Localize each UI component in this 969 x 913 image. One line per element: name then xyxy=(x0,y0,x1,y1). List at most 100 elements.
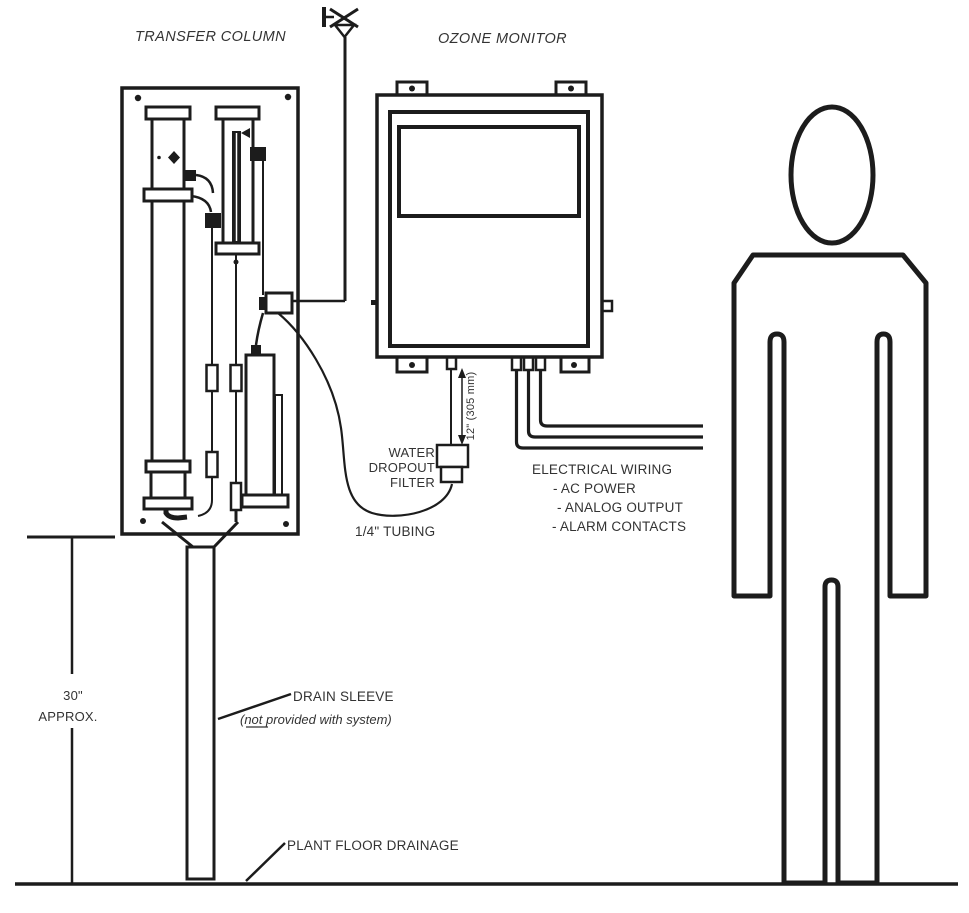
left-column-flange xyxy=(142,187,194,203)
filter-lower-body xyxy=(439,465,464,484)
inline-fitting xyxy=(205,450,219,479)
left-sample-column xyxy=(142,105,194,521)
internal-tubing xyxy=(183,147,294,522)
electrical-wires xyxy=(514,370,703,450)
water-filter-label-line2: DROPOUT xyxy=(369,460,435,475)
funnel-right-side xyxy=(212,520,240,549)
right-column-bottom-flange xyxy=(214,241,261,256)
person-head xyxy=(788,104,876,246)
transfer-column-panel xyxy=(120,86,300,536)
monitor-outer-box xyxy=(375,93,604,359)
drain-assembly xyxy=(161,520,240,881)
monitor-door xyxy=(388,110,590,348)
door-latch xyxy=(600,299,614,313)
inline-fitting xyxy=(205,363,219,393)
left-column-lower-flange-bottom xyxy=(142,496,194,511)
person-body xyxy=(731,252,929,886)
right-cylinder-assembly xyxy=(240,345,290,509)
outlet-fitting-block xyxy=(264,291,294,315)
drain-sleeve-leader xyxy=(217,692,292,721)
ozone-monitor-title: OZONE MONITOR xyxy=(438,31,567,47)
sample-inlet-port xyxy=(445,355,458,371)
screw-dot xyxy=(140,518,146,524)
valve-cross-line-2 xyxy=(329,7,359,29)
dimension-arrow-up xyxy=(458,368,466,378)
water-filter-label: WATER DROPOUT FILTER xyxy=(369,445,435,490)
vent-valve-symbol xyxy=(292,7,359,303)
dimension-30-value: 30" xyxy=(63,688,83,703)
water-filter-label-line3: FILTER xyxy=(390,475,435,490)
electrical-item-alarm-contacts: - ALARM CONTACTS xyxy=(552,519,686,534)
door-hinge-mark xyxy=(371,300,377,305)
right-sample-column xyxy=(214,105,261,270)
screw-dot xyxy=(571,362,577,368)
tubing-curve-lower xyxy=(190,194,213,213)
upper-right-fitting xyxy=(250,147,266,161)
left-column-lower-flange-top xyxy=(144,459,192,474)
mount-tab-bottom-right xyxy=(559,355,591,374)
drain-sleeve-text: DRAIN SLEEVE xyxy=(293,689,394,704)
drain-sleeve-pipe xyxy=(185,545,216,881)
electrical-item-analog-output: - ANALOG OUTPUT xyxy=(557,500,683,515)
screw-dot xyxy=(283,521,289,527)
left-column-main-tube xyxy=(150,199,186,463)
column-outlet-stub xyxy=(183,170,196,181)
mount-tab-bottom-left xyxy=(395,355,429,374)
ozone-monitor-enclosure xyxy=(371,80,614,374)
valve-triangle xyxy=(332,23,357,40)
electrical-heading: ELECTRICAL WIRING xyxy=(532,462,672,477)
electrical-item-ac-power: - AC POWER xyxy=(553,481,636,496)
cylinder-feed-line xyxy=(254,312,265,346)
inline-fitting xyxy=(229,481,243,512)
monitor-display-window xyxy=(397,125,581,218)
left-column-drain-elbow xyxy=(163,509,188,521)
dimension-arrow-down xyxy=(458,435,466,445)
indicator-dot xyxy=(157,155,161,160)
drain-sleeve-label: DRAIN SLEEVE (not provided with system) xyxy=(240,689,394,728)
screw-dot xyxy=(284,93,292,101)
cylinder-body xyxy=(244,353,276,497)
cylinder-neck xyxy=(251,345,261,355)
drain-sleeve-note: (not provided with system) xyxy=(240,712,392,727)
cylinder-rod xyxy=(274,394,283,496)
filter-body xyxy=(435,443,470,469)
wire-alarm-contacts xyxy=(538,370,703,428)
tubing-curve-upper xyxy=(195,173,215,194)
down-tube-a-elbow xyxy=(197,477,213,517)
quarter-inch-tubing-curve xyxy=(277,312,454,517)
screw-dot xyxy=(409,362,415,368)
conduit-port xyxy=(522,355,535,372)
screw-dot xyxy=(568,85,574,92)
tubing-label: 1/4" TUBING xyxy=(355,524,435,539)
left-column-top-cap xyxy=(144,105,192,121)
float-indicator-diamond xyxy=(168,151,180,164)
person-figure xyxy=(731,104,929,886)
inner-tube-arrow xyxy=(241,128,250,138)
right-column-top-cap xyxy=(214,105,261,121)
water-dropout-filter-assembly xyxy=(277,312,470,517)
floor-drainage-leader xyxy=(245,842,286,882)
conduit-port xyxy=(534,355,547,372)
wire-analog-output xyxy=(526,370,703,439)
mid-fitting xyxy=(205,213,221,228)
water-filter-label-line1: WATER xyxy=(389,445,436,460)
dimension-30-label: 30" APPROX. xyxy=(38,688,97,724)
dimension-12-label: 12" (305 mm) xyxy=(465,372,477,441)
stem-fitting-dot xyxy=(233,259,239,265)
floor-drainage-label: PLANT FLOOR DRAINAGE xyxy=(287,838,459,853)
electrical-wiring-label: ELECTRICAL WIRING - AC POWER - ANALOG OU… xyxy=(532,462,686,534)
dimension-30-qualifier: APPROX. xyxy=(38,709,97,724)
left-column-lower-body xyxy=(149,470,187,500)
funnel-left-side xyxy=(161,520,194,549)
screw-dot xyxy=(409,85,415,92)
transfer-column-title: TRANSFER COLUMN xyxy=(135,29,286,45)
cylinder-base xyxy=(240,493,290,509)
conduit-port xyxy=(510,355,523,372)
wire-ac-power xyxy=(514,370,703,450)
screw-dot xyxy=(134,94,142,102)
left-column-upper-tube xyxy=(150,117,186,191)
transfer-column-assembly xyxy=(120,86,300,881)
outlet-fitting-nub xyxy=(259,297,267,310)
